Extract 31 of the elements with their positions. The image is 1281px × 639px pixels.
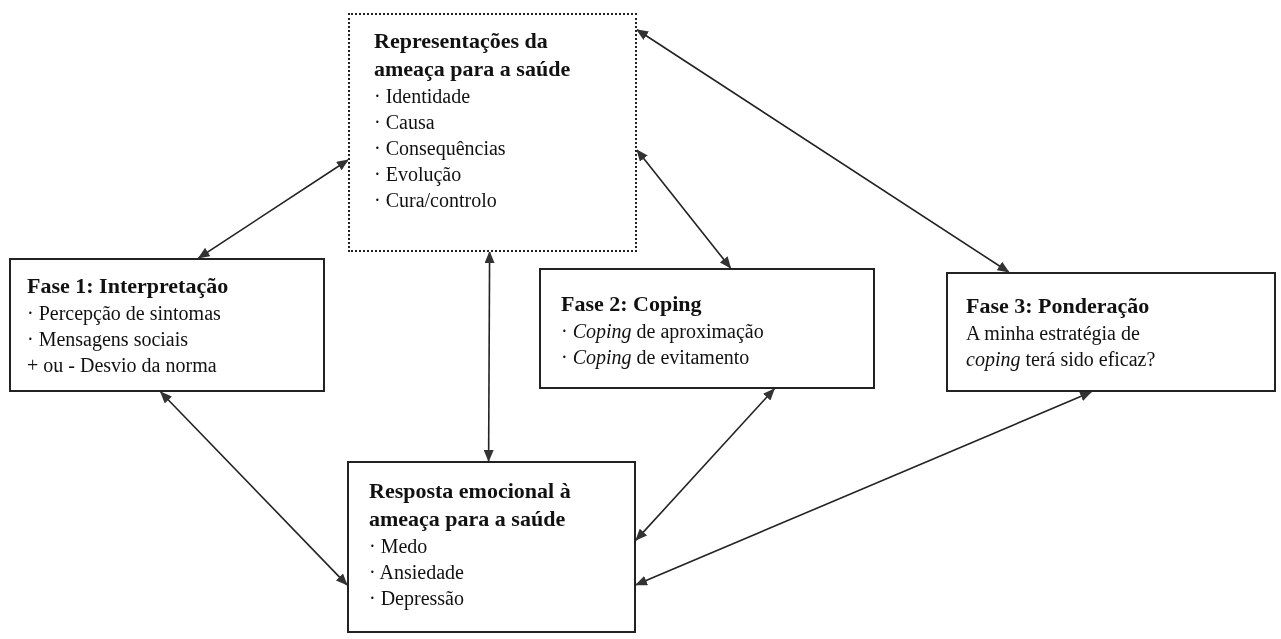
double-arrow <box>483 251 495 462</box>
text-box <box>347 461 636 633</box>
double-arrow <box>197 159 349 259</box>
body-text: · Identidade <box>374 84 472 110</box>
box-heading: Resposta emocional à ameaça para a saúde <box>369 477 572 534</box>
body-text: · Evolução <box>374 162 463 188</box>
body-text: · Ansiedade <box>369 560 465 586</box>
body-text: · Medo <box>369 534 429 560</box>
body-text: · Consequências <box>374 136 507 162</box>
text-box <box>348 13 637 252</box>
double-arrow <box>635 388 775 541</box>
box-heading: Fase 1: Interpretação <box>27 272 230 300</box>
box-heading: Fase 3: Ponderação <box>966 292 1151 320</box>
box-heading: Fase 2: Coping <box>561 290 703 318</box>
box-heading: Representações da ameaça para a saúde <box>374 27 572 84</box>
body-text: · Percepção de sintomas <box>27 301 222 327</box>
text-box <box>539 268 875 389</box>
double-arrow <box>159 391 348 586</box>
body-text: · Depressão <box>369 586 465 612</box>
text-box <box>9 258 325 392</box>
body-text: · Coping de evitamento <box>561 345 751 371</box>
body-text: · Coping de aproximação <box>561 319 765 345</box>
body-text: · Mensagens sociais <box>27 327 190 353</box>
double-arrow <box>635 391 1093 586</box>
double-arrow <box>636 149 732 269</box>
double-arrow <box>636 28 1010 273</box>
text-box <box>946 272 1276 392</box>
body-text: A minha estratégia de coping terá sido eficaz? <box>966 321 1157 373</box>
body-text: · Cura/controlo <box>374 188 498 214</box>
body-text: + ou - Desvio da norma <box>27 353 218 379</box>
body-text: · Causa <box>374 110 436 136</box>
